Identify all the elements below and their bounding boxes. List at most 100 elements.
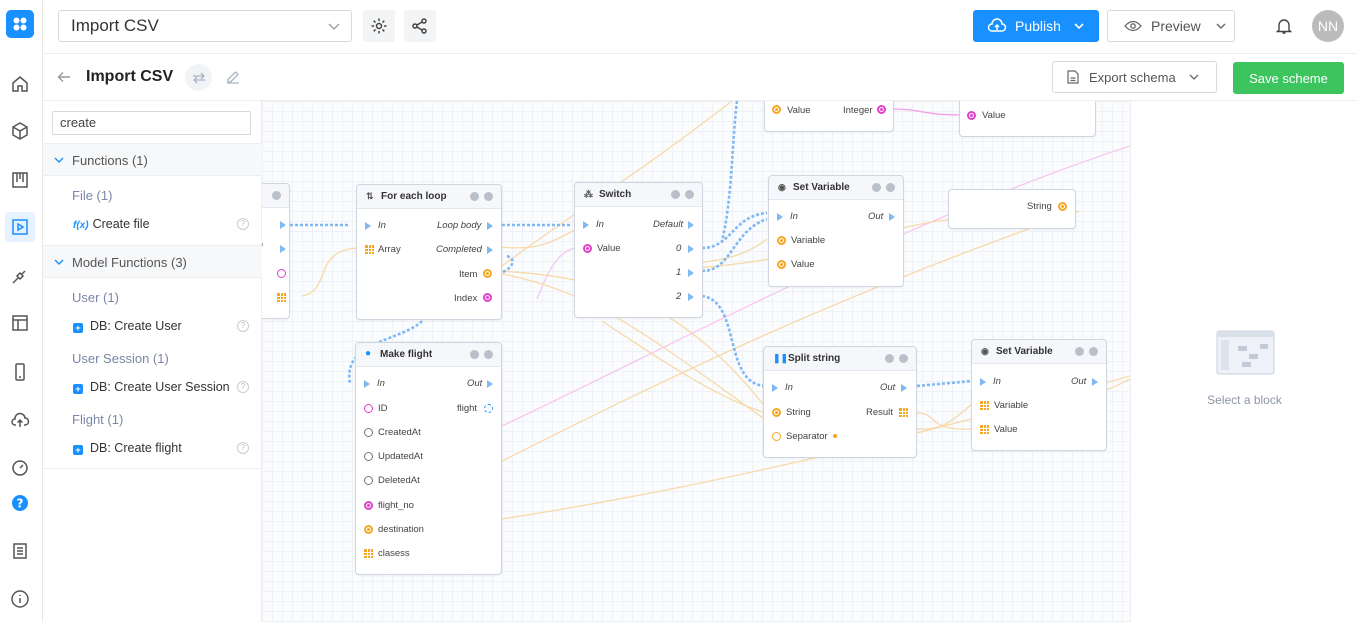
node-split-string[interactable]: ❚❚Split string In Out String Result Sepa… [763,346,917,458]
arrow-left-icon[interactable] [57,71,71,83]
help-icon[interactable]: ? [237,320,249,332]
array-pin-icon[interactable] [364,549,373,558]
help-icon[interactable]: ? [237,381,249,393]
scheme-select[interactable]: Import CSV [58,10,352,42]
search-input[interactable]: create [52,111,251,135]
pin-icon[interactable] [364,501,373,510]
node-switch[interactable]: ⁂Switch In Value Default 0 1 2 [574,182,703,318]
help-icon[interactable] [1075,347,1084,356]
list-item-create-user[interactable]: +DB: Create User ? [73,319,253,333]
board-icon[interactable] [5,165,35,195]
section-model-functions[interactable]: Model Functions (3) [43,245,262,278]
comment-icon[interactable] [886,183,895,192]
pin-icon[interactable] [364,476,373,485]
exec-pin-icon[interactable] [583,221,589,229]
array-pin-icon[interactable] [365,245,374,254]
exec-pin-icon[interactable] [688,245,694,253]
pin-icon[interactable] [777,236,786,245]
exec-pin-icon[interactable] [901,384,907,392]
pin-icon[interactable] [277,269,286,278]
node-set-variable-1[interactable]: ◉Set Variable In Out Variable Value [768,175,904,287]
export-schema-button[interactable]: Export schema [1052,61,1217,93]
exec-pin-icon[interactable] [487,222,493,230]
exec-pin-icon[interactable] [688,221,694,229]
section-functions[interactable]: Functions (1) [43,143,262,176]
array-pin-icon[interactable] [980,425,989,434]
array-pin-icon[interactable] [980,401,989,410]
exec-pin-icon[interactable] [487,246,493,254]
cloud-upload-icon[interactable] [5,405,35,435]
list-item-create-user-session[interactable]: +DB: Create User Session ? [73,380,253,394]
save-scheme-button[interactable]: Save scheme [1233,62,1344,94]
exec-pin-icon[interactable] [280,221,286,229]
edit-icon[interactable] [226,70,240,84]
node-make-flight[interactable]: ●Make flight In Out ID flight CreatedAt … [355,342,502,575]
help-icon[interactable] [671,190,680,199]
pin-icon[interactable] [483,269,492,278]
pin-icon[interactable] [364,452,373,461]
exec-pin-icon[interactable] [777,213,783,221]
comment-icon[interactable] [484,192,493,201]
exec-pin-icon[interactable] [688,269,694,277]
node-for-each-loop[interactable]: ⇅For each loop In Array Loop body Comple… [356,184,502,320]
array-pin-icon[interactable] [277,293,286,302]
list-item-create-file[interactable]: f(x)Create file ? [73,217,253,231]
exec-pin-icon[interactable] [364,380,370,388]
pin-icon[interactable] [1058,202,1067,211]
exec-pin-icon[interactable] [487,380,493,388]
share-button[interactable] [404,10,436,42]
app-logo-icon[interactable] [6,10,34,38]
partial-node[interactable]: w ed er s [262,183,290,319]
plug-icon[interactable] [5,261,35,291]
user-avatar[interactable]: NN [1312,10,1344,42]
exec-pin-icon[interactable] [688,293,694,301]
node-set-variable-2[interactable]: ◉Set Variable In Out Variable Value [971,339,1107,451]
publish-button[interactable]: Publish [973,10,1099,42]
bell-icon[interactable] [1276,17,1292,35]
pin-icon[interactable] [364,428,373,437]
pin-icon[interactable] [364,404,373,413]
settings-button[interactable] [363,10,395,42]
comment-icon[interactable] [1089,347,1098,356]
gauge-icon[interactable] [5,453,35,483]
pin-icon[interactable] [583,244,592,253]
comment-icon[interactable] [484,350,493,359]
pin-icon[interactable] [877,105,886,114]
swap-button[interactable] [185,64,212,91]
pin-icon[interactable] [772,408,781,417]
play-icon[interactable] [5,212,35,242]
help-icon[interactable] [872,183,881,192]
help-icon[interactable]: ? [5,488,35,518]
pin-icon[interactable] [967,111,976,120]
layout-icon[interactable] [5,308,35,338]
pin-icon[interactable] [484,404,493,413]
pin-icon[interactable] [483,293,492,302]
info-icon[interactable] [5,584,35,614]
pin-icon[interactable] [772,432,781,441]
exec-pin-icon[interactable] [365,222,371,230]
flow-canvas[interactable]: w ed er s Value Integer Value String ⇅Fo… [262,101,1130,622]
help-icon[interactable] [885,354,894,363]
comment-icon[interactable] [685,190,694,199]
mobile-icon[interactable] [5,357,35,387]
cube-icon[interactable] [5,116,35,146]
help-icon[interactable]: ? [237,218,249,230]
pin-icon[interactable] [772,105,781,114]
exec-pin-icon[interactable] [1092,378,1098,386]
exec-pin-icon[interactable] [280,245,286,253]
node-top-a[interactable]: Value Integer [764,101,894,132]
help-icon[interactable] [470,350,479,359]
exec-pin-icon[interactable] [772,384,778,392]
preview-button[interactable]: Preview [1107,10,1235,42]
book-icon[interactable] [5,536,35,566]
exec-pin-icon[interactable] [980,378,986,386]
pin-icon[interactable] [777,260,786,269]
list-item-create-flight[interactable]: +DB: Create flight ? [73,441,253,455]
node-top-b[interactable]: Value [959,101,1096,137]
help-icon[interactable] [470,192,479,201]
node-string[interactable]: String [948,189,1076,229]
array-pin-icon[interactable] [899,408,908,417]
home-icon[interactable] [5,69,35,99]
help-icon[interactable]: ? [237,442,249,454]
comment-icon[interactable] [899,354,908,363]
